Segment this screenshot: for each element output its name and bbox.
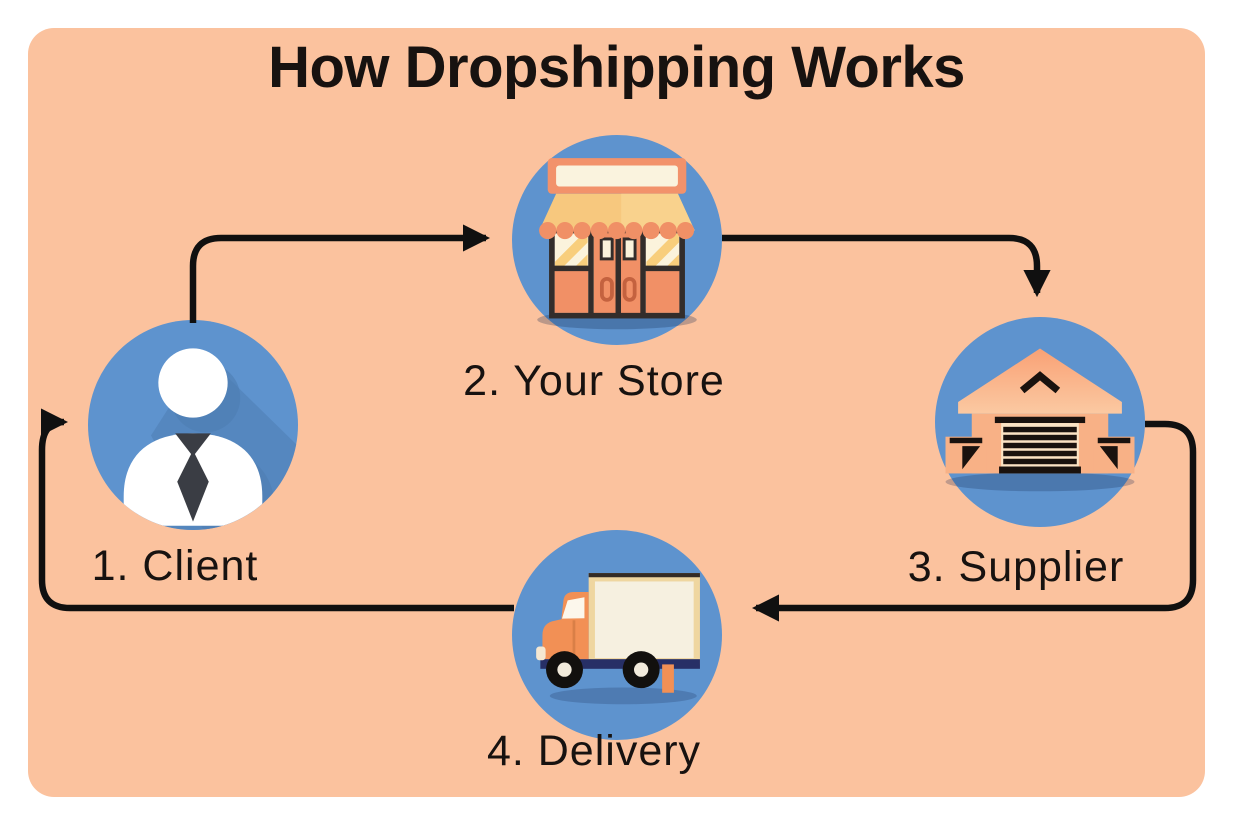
- step-label-client: 1. Client: [91, 542, 259, 590]
- step-label-delivery: 4. Delivery: [486, 727, 702, 775]
- node-client: [88, 320, 298, 530]
- delivery-truck-icon: [536, 573, 700, 705]
- step-label-supplier: 3. Supplier: [907, 543, 1125, 591]
- person-icon: [123, 348, 298, 530]
- node-supplier: [935, 317, 1145, 527]
- storefront-icon: [537, 158, 697, 330]
- warehouse-icon: [945, 348, 1135, 492]
- node-delivery: [512, 530, 722, 740]
- node-your-store: [512, 135, 722, 345]
- step-label-your-store: 2. Your Store: [463, 357, 725, 405]
- page-title: How Dropshipping Works: [268, 35, 965, 100]
